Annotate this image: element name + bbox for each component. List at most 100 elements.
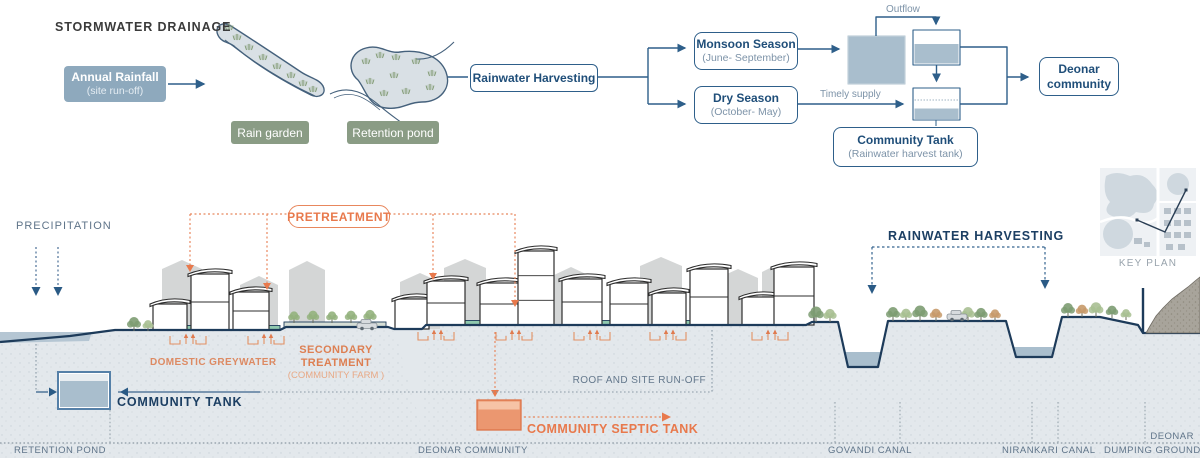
tree-illustration — [1088, 302, 1104, 317]
tree-illustration — [1120, 309, 1132, 320]
arrow-right-icon — [662, 412, 671, 422]
community-tank-line1: Community Tank — [857, 133, 954, 148]
tree-illustration — [912, 305, 928, 321]
building-illustration — [514, 245, 558, 326]
tree-illustration — [929, 308, 943, 321]
tank-harvest-icon — [912, 87, 961, 121]
tree-illustration — [344, 310, 358, 323]
rainwater-harvesting-label: RAINWATER HARVESTING — [888, 229, 1064, 243]
tree-illustration — [974, 307, 988, 321]
govandi-canal-water — [844, 352, 881, 367]
arrow-left-icon — [120, 387, 128, 397]
outflow-label: Outflow — [886, 4, 920, 15]
tree-illustration — [142, 320, 154, 331]
tree-illustration — [306, 310, 320, 323]
deonar-line2: community — [1046, 76, 1111, 91]
zone-nirankari-canal: NIRANKARI CANAL — [1002, 445, 1096, 456]
tree-illustration — [126, 317, 142, 331]
tree-illustration — [288, 311, 300, 323]
tree-illustration — [899, 308, 913, 321]
key-plan-map — [1099, 168, 1196, 256]
rain-garden-label: Rain garden — [231, 121, 309, 144]
greywater-pipe-icon — [751, 329, 789, 341]
building-illustration — [686, 263, 732, 326]
tree-illustration — [989, 309, 1001, 321]
arrow-right-icon — [49, 387, 57, 397]
secondary-treatment-label: SECONDARY TREATMENT (COMMUNITY FARM ) — [282, 344, 390, 383]
secondary-line2: TREATMENT — [300, 357, 372, 370]
greywater-pipe-icon — [169, 333, 207, 345]
outflow-line — [875, 16, 941, 36]
annual-rainfall-line1: Annual Rainfall — [71, 70, 159, 85]
community-tank-line2: (Rainwater harvest tank) — [848, 148, 963, 161]
precipitation-arrows — [35, 247, 59, 287]
arrow-down-icon — [31, 287, 41, 296]
building-illustration — [558, 273, 606, 326]
retention-pond-illustration — [329, 41, 455, 124]
building-illustration — [149, 298, 191, 331]
monsoon-season-box: Monsoon Season (June- September) — [694, 32, 798, 70]
pretreatment-lines — [189, 213, 516, 390]
flow-diagram-graphics — [168, 16, 1030, 126]
building-illustration — [738, 291, 780, 326]
greywater-pipe-icon — [649, 329, 687, 341]
domestic-greywater-label: DOMESTIC GREYWATER — [150, 357, 277, 368]
page-title: STORMWATER DRAINAGE — [55, 20, 232, 34]
community-tank-icon — [57, 371, 111, 410]
greywater-pipe-icons — [169, 329, 789, 345]
tree-illustration — [808, 306, 824, 322]
zone-dumping-line2: DUMPING GROUND — [1104, 445, 1200, 456]
community-tank-box: Community Tank (Rainwater harvest tank) — [833, 127, 978, 167]
retention-pond-label: Retention pond — [347, 121, 439, 144]
tank-full-icon — [847, 35, 906, 85]
trees-layer — [126, 302, 1132, 331]
roof-runoff-label: ROOF AND SITE RUN-OFF — [572, 375, 706, 386]
monsoon-line1: Monsoon Season — [696, 37, 796, 52]
zone-govandi-canal: GOVANDI CANAL — [828, 445, 912, 456]
building-illustration — [606, 277, 652, 326]
secondary-line1: SECONDARY — [299, 344, 373, 356]
community-tank-label: COMMUNITY TANK — [117, 395, 243, 409]
building-illustration — [770, 261, 818, 326]
key-plan-label: KEY PLAN — [1118, 258, 1178, 269]
arrow-down-icon — [867, 285, 877, 294]
building-illustration — [648, 287, 690, 326]
tree-illustration — [1075, 304, 1089, 317]
cross-section — [0, 213, 1200, 458]
rainwater-harvesting-box: Rainwater Harvesting — [470, 64, 598, 92]
timely-supply-label: Timely supply — [820, 89, 881, 100]
monsoon-line2: (June- September) — [702, 52, 790, 65]
community-septic-tank-label: COMMUNITY SEPTIC TANK — [527, 422, 699, 436]
pretreatment-label: PRETREATMENT — [287, 205, 390, 228]
community-septic-tank-icon — [476, 399, 522, 431]
deonar-community-box: Deonar community — [1039, 57, 1119, 96]
greywater-pipe-icon — [573, 329, 611, 341]
tree-illustration — [823, 308, 837, 322]
annual-rainfall-box: Annual Rainfall (site run-off) — [64, 66, 166, 102]
deonar-line1: Deonar — [1058, 61, 1100, 76]
tree-illustration — [885, 307, 901, 321]
dry-line1: Dry Season — [712, 91, 780, 106]
zone-ticks — [109, 402, 1146, 443]
tank-feed-lines — [35, 330, 713, 393]
section-cut-line — [1136, 189, 1187, 233]
ground-line — [0, 315, 1200, 369]
dumping-ground-mound — [1145, 276, 1200, 334]
car-illustration — [356, 319, 378, 331]
annual-rainfall-line2: (site run-off) — [86, 85, 144, 98]
building-illustration — [391, 293, 433, 330]
arrow-down-icon — [1040, 280, 1050, 289]
greywater-pipe-icon — [495, 329, 533, 341]
tree-illustration — [1105, 305, 1119, 318]
dry-season-box: Dry Season (October- May) — [694, 86, 798, 124]
tree-illustration — [326, 311, 338, 323]
building-illustration — [423, 275, 469, 326]
building-illustration — [187, 268, 233, 331]
zone-deonar-community: DEONAR COMMUNITY — [418, 445, 528, 456]
nirankari-canal-water — [1014, 347, 1053, 357]
secondary-line3: (COMMUNITY FARM ) — [287, 370, 385, 382]
zone-dumping-line1: DEONAR — [1150, 431, 1194, 442]
rainwater-harvesting-bracket — [871, 246, 1046, 285]
